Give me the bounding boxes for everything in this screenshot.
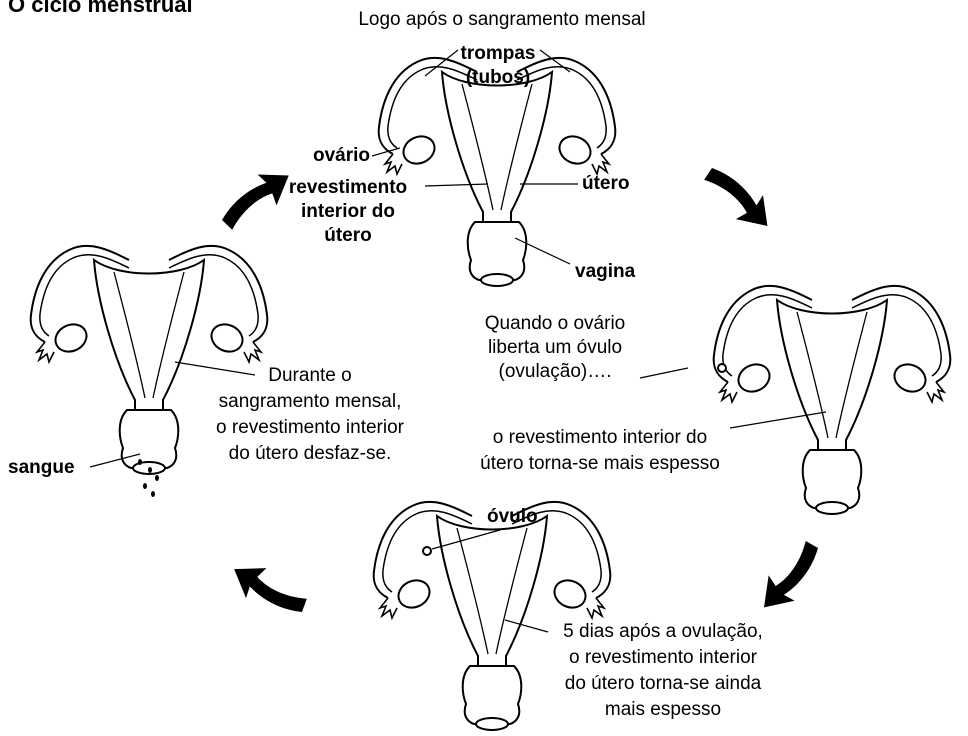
caption-ovulation-2: liberta um óvulo — [465, 336, 645, 360]
cycle-arrow-right-bottom — [751, 534, 829, 619]
caption-bleeding-3: o revestimento interior — [195, 416, 425, 440]
caption-thicker-1: o revestimento interior do — [455, 426, 745, 450]
egg-in-tube — [423, 547, 431, 555]
caption-after-ovulation-3: do útero torna-se ainda — [548, 672, 778, 696]
caption-bleeding-4: do útero desfaz-se. — [195, 442, 425, 466]
uterus-right — [714, 286, 951, 514]
label-tubos: (tubos) — [448, 66, 548, 90]
top-caption: Logo após o sangramento mensal — [342, 8, 662, 32]
egg-on-ovary — [718, 364, 726, 372]
caption-bleeding-1: Durante o — [195, 364, 425, 388]
label-ovulo: óvulo — [487, 505, 538, 529]
caption-ovulation-3: (ovulação)…. — [465, 360, 645, 384]
caption-after-ovulation-2: o revestimento interior — [548, 646, 778, 670]
label-revestimento-2: interior do — [278, 200, 418, 224]
label-utero: útero — [582, 172, 630, 196]
caption-ovulation-1: Quando o ovário — [465, 312, 645, 336]
diagram-title: O ciclo menstrual — [8, 0, 193, 18]
label-revestimento-3: útero — [278, 224, 418, 248]
label-sangue: sangue — [8, 456, 75, 480]
uterus-top — [379, 58, 616, 286]
caption-after-ovulation-1: 5 dias após a ovulação, — [548, 620, 778, 644]
cycle-arrow-bottom-left — [225, 555, 313, 624]
label-vagina: vagina — [575, 260, 635, 284]
caption-thicker-2: útero torna-se mais espesso — [455, 452, 745, 476]
caption-bleeding-2: sangramento mensal, — [195, 390, 425, 414]
label-ovario: ovário — [260, 144, 370, 168]
label-revestimento-1: revestimento — [278, 176, 418, 200]
cycle-arrow-top-right — [697, 158, 781, 238]
caption-after-ovulation-4: mais espesso — [548, 698, 778, 722]
label-trompas: trompas — [448, 42, 548, 66]
